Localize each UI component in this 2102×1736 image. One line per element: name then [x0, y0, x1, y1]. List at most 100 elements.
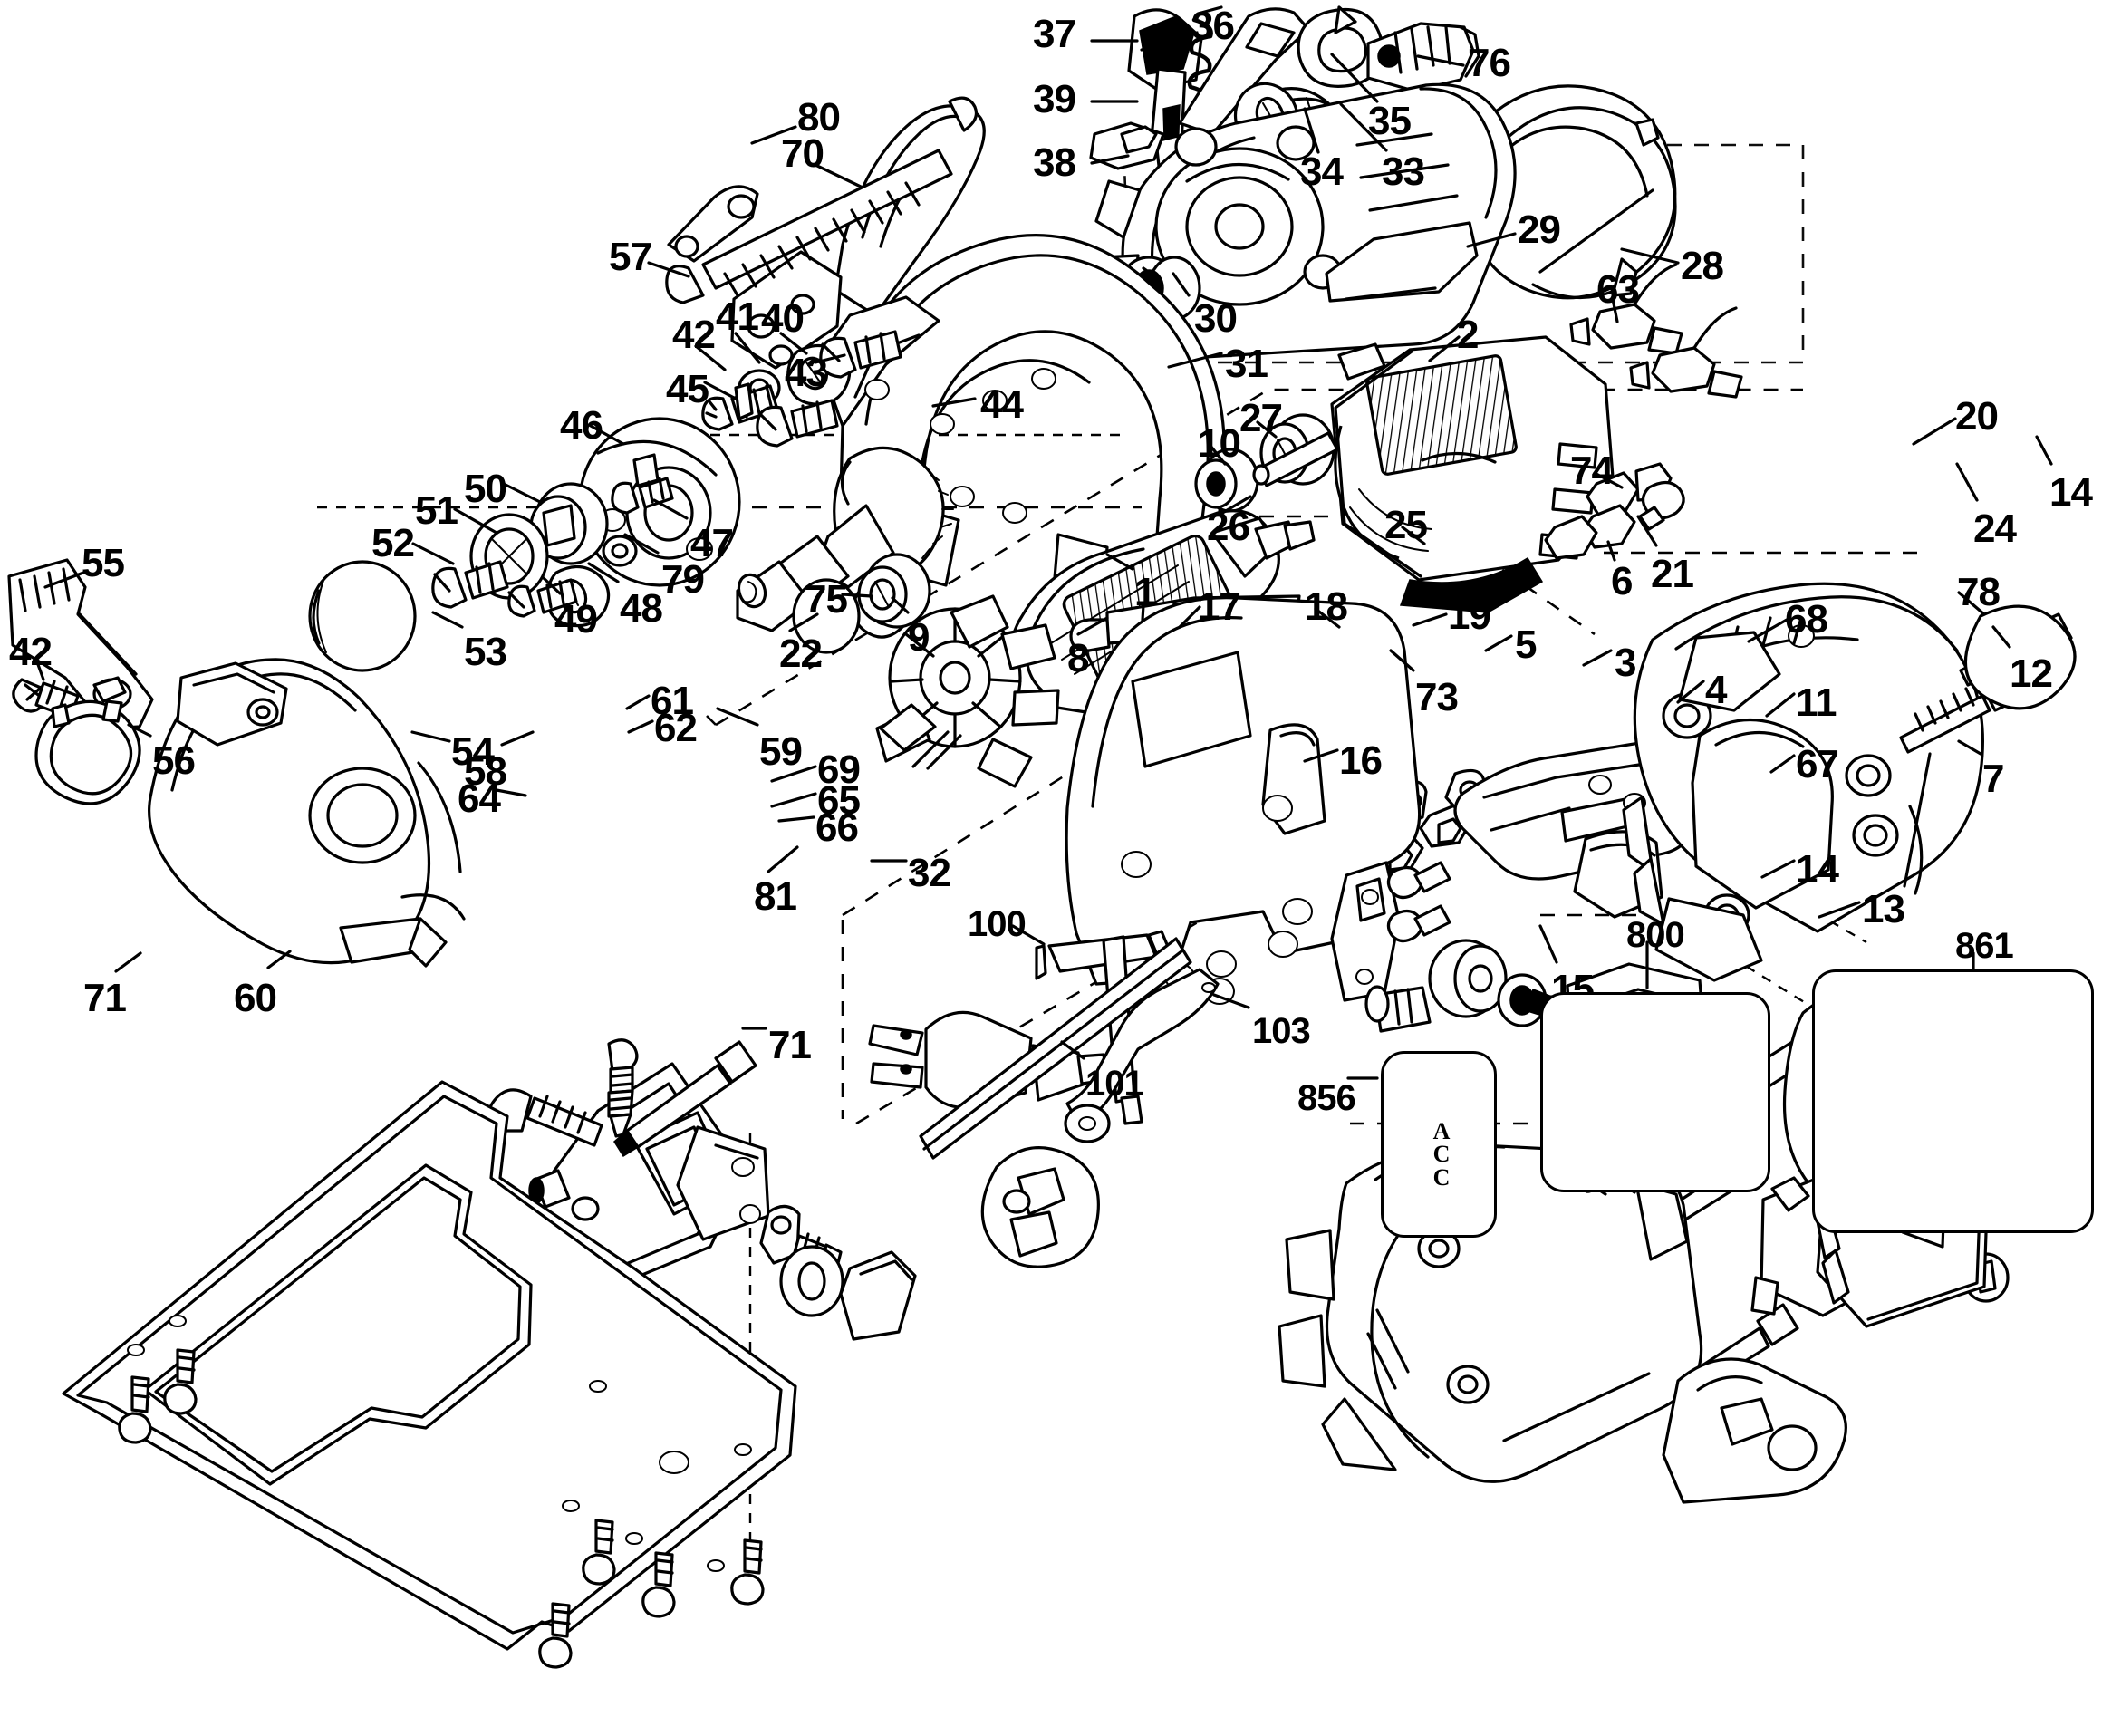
leader-50	[502, 482, 542, 504]
leader-101	[1060, 1040, 1085, 1060]
callout-64: 64	[458, 776, 501, 821]
callout-42: 42	[9, 630, 53, 674]
leader-76	[1416, 54, 1465, 67]
callout-41: 41	[716, 294, 759, 339]
leader-34	[1303, 107, 1320, 154]
part-32-knob	[839, 1250, 917, 1341]
callout-48: 48	[620, 586, 663, 631]
leader-13	[1818, 901, 1861, 919]
leader-75	[841, 593, 873, 598]
callout-7: 7	[1982, 757, 2005, 801]
leader-6	[1606, 540, 1616, 562]
part-64-nut	[528, 1169, 571, 1209]
part-53-blade	[308, 560, 417, 672]
callout-101: 101	[1085, 1064, 1144, 1104]
callout-12: 12	[2010, 651, 2053, 696]
callout-39: 39	[1033, 77, 1076, 121]
part-52-screw	[431, 560, 509, 609]
leader-62	[627, 719, 654, 734]
callout-75: 75	[805, 577, 848, 622]
callout-55: 55	[82, 541, 125, 585]
callout-43: 43	[785, 351, 828, 395]
part-19-screws	[1386, 861, 1451, 943]
callout-73: 73	[1415, 675, 1459, 719]
part-29-gear-case	[1094, 82, 1517, 359]
leader-22	[788, 612, 819, 632]
callout-35: 35	[1368, 99, 1412, 143]
callout-38: 38	[1033, 140, 1076, 185]
callout-17: 17	[1198, 584, 1241, 629]
callout-66: 66	[815, 805, 859, 850]
callout-14: 14	[1796, 847, 1839, 892]
callout-861: 861	[1955, 926, 2014, 966]
callout-63: 63	[1596, 267, 1640, 312]
part-57-bolt	[665, 149, 953, 304]
leader-81	[767, 845, 799, 873]
leader-100	[1011, 924, 1046, 946]
part-73-plug	[1364, 985, 1432, 1033]
callout-32: 32	[908, 851, 951, 895]
part-56-circlip	[34, 699, 141, 805]
callout-50: 50	[464, 467, 507, 511]
box-861	[1812, 969, 2094, 1233]
part-1-fan	[875, 594, 1060, 788]
leader-57	[647, 261, 690, 278]
leader-46	[589, 424, 625, 446]
callout-28: 28	[1681, 244, 1724, 288]
part-60-base-plate	[62, 1080, 797, 1651]
part-13-cord-guard	[1662, 1357, 1847, 1504]
leader-35	[1330, 53, 1379, 103]
callout-54: 54	[451, 729, 495, 774]
leader-16	[1303, 748, 1339, 763]
leader-68	[1747, 618, 1789, 643]
leader-42	[694, 344, 727, 371]
leader-80	[750, 125, 797, 145]
leader-29	[1466, 232, 1517, 248]
leader-11	[1765, 692, 1796, 718]
leader-4	[1676, 680, 1705, 704]
part-68-pad	[1678, 631, 1781, 712]
leader-28	[1620, 247, 1680, 265]
callout-44: 44	[980, 382, 1024, 427]
leader-73	[1389, 649, 1415, 672]
leader-45	[703, 381, 738, 400]
callout-19: 19	[1448, 593, 1491, 638]
callout-11: 11	[1796, 680, 1837, 725]
leader-64	[495, 788, 527, 797]
leader-78	[1957, 591, 1986, 616]
leader-47	[652, 498, 689, 520]
callout-52: 52	[371, 521, 415, 565]
part-9-bearing	[857, 553, 931, 629]
part-65-bracket	[759, 1204, 801, 1265]
callout-14: 14	[2049, 470, 2093, 515]
callout-2: 2	[1457, 313, 1480, 357]
part-54-lower-guard	[148, 658, 466, 968]
leader-15	[1538, 924, 1558, 964]
part-59-bolt	[613, 1040, 757, 1158]
callout-4: 4	[1705, 668, 1728, 712]
leader-8	[1076, 616, 1109, 636]
part-80-link	[667, 185, 759, 263]
callout-24: 24	[1973, 506, 2017, 551]
callout-79: 79	[661, 557, 705, 602]
part-74-terminals	[1544, 462, 1673, 560]
callout-22: 22	[779, 632, 823, 676]
callout-5: 5	[1515, 622, 1538, 667]
leader-14	[1760, 859, 1796, 879]
leader-51	[453, 507, 498, 535]
callout-71: 71	[768, 1023, 812, 1067]
callout-856: 856	[1297, 1078, 1356, 1118]
part-45-key	[734, 382, 754, 420]
callout-46: 46	[560, 403, 603, 448]
leader-25	[1401, 526, 1426, 545]
callout-74: 74	[1570, 448, 1614, 493]
callout-103: 103	[1252, 1011, 1311, 1051]
callout-49: 49	[554, 597, 598, 641]
leader-19	[1412, 612, 1448, 627]
leader-52	[411, 542, 455, 565]
callout-1: 1	[1134, 570, 1157, 614]
part-16-handle-shell	[1065, 596, 1422, 1005]
callout-13: 13	[1862, 887, 1905, 931]
leader-44	[931, 397, 977, 408]
callout-81: 81	[754, 874, 797, 919]
